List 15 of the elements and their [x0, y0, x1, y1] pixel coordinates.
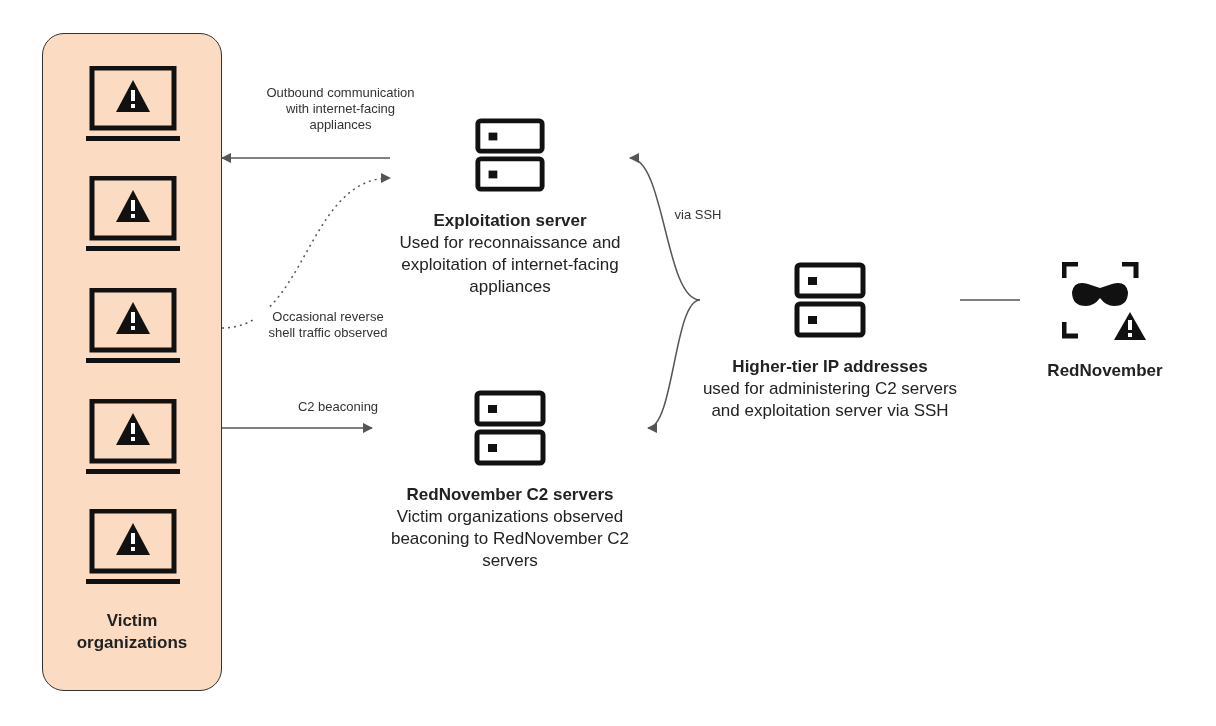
- node-title: RedNovember: [1047, 360, 1163, 382]
- node-description: Victim organizations observed beaconing to RedNovember C2 servers: [389, 506, 631, 572]
- node-description: used for administering C2 servers and exploitation server via SSH: [701, 378, 959, 422]
- node-description: Used for reconnaissance and exploitation of internet-facing appliances: [398, 232, 622, 298]
- node-title: Higher-tier IP addresses: [732, 356, 928, 378]
- node-title: RedNovember C2 servers: [406, 484, 614, 506]
- connector-line: [959, 299, 1021, 301]
- node-title: Exploitation server: [433, 210, 587, 232]
- node-title: Victim organizations: [75, 610, 189, 654]
- arrow: [221, 174, 392, 329]
- group-panel: [42, 33, 222, 691]
- arrow: [629, 156, 701, 301]
- arrow: [221, 422, 374, 434]
- arrow: [220, 152, 391, 164]
- arrow: [647, 299, 701, 430]
